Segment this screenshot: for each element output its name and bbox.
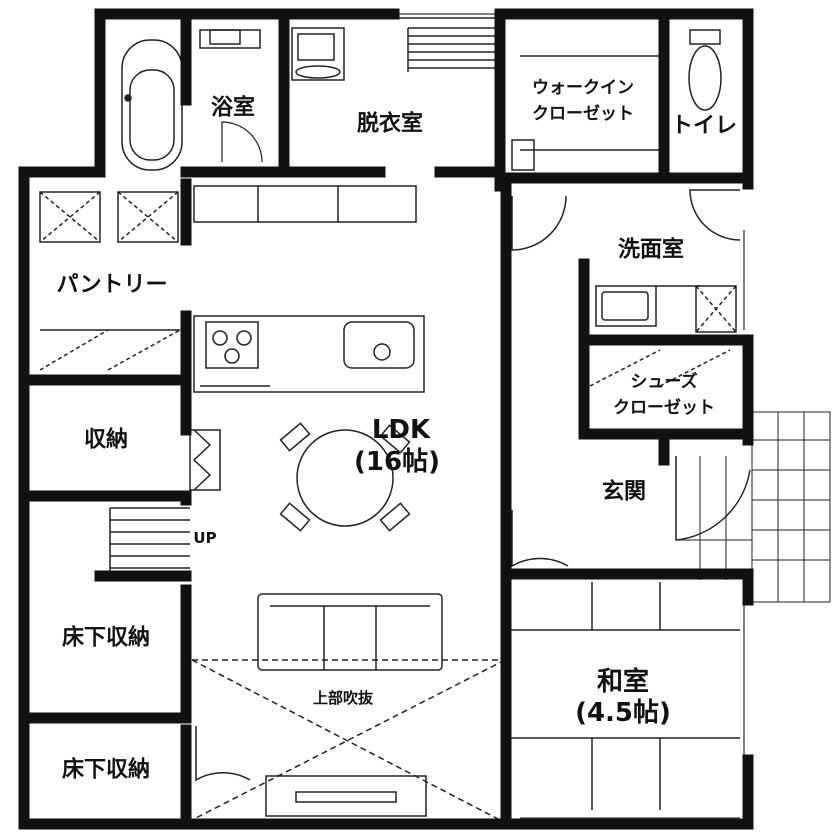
stairs-top [395,17,500,72]
bathtub [121,39,183,171]
washing-machine [291,27,345,81]
toilet-bowl [688,45,722,111]
sofa [257,593,443,671]
label-shoes-2: クローゼット [613,397,715,418]
label-bath: 浴室 [211,95,255,121]
label-underfloor-2: 床下収納 [62,757,150,783]
label-stairs-up: UP [193,529,216,547]
label-dressing: 脱衣室 [357,111,423,137]
label-toilet: トイレ [671,114,737,139]
label-entrance: 玄関 [602,479,646,505]
label-ldk-1: LDK [372,415,431,445]
back-counter [193,185,417,223]
porch-tiles [676,411,831,603]
label-japanese-2: (4.5帖) [575,698,671,728]
toilet-tank [689,29,721,45]
kitchen-sink [343,321,415,369]
fixtures [39,13,831,821]
label-storage: 収納 [84,427,128,453]
label-shoes-1: シューズ [630,371,697,392]
washroom-basin [595,285,657,327]
open-ceiling-lines [191,659,506,821]
label-open-ceiling: 上部吹抜 [313,689,374,707]
kitchen-island [193,315,425,393]
tatami-lines [510,582,740,810]
label-wic-2: クローゼット [532,103,634,124]
label-japanese-1: 和室 [597,666,649,697]
label-wic-1: ウォークイン [532,78,634,98]
room-labels: 浴室 脱衣室 ウォークイン クローゼット トイレ パントリー 洗面室 収納 LD… [56,78,737,783]
walls [18,8,754,830]
stairs-left [109,507,190,580]
label-washroom: 洗面室 [618,237,684,263]
label-pantry: パントリー [56,273,167,298]
dining-table [296,429,394,527]
label-ldk-2: (16帖) [354,447,440,477]
label-underfloor-1: 床下収納 [62,625,150,651]
tv-board [265,775,427,817]
